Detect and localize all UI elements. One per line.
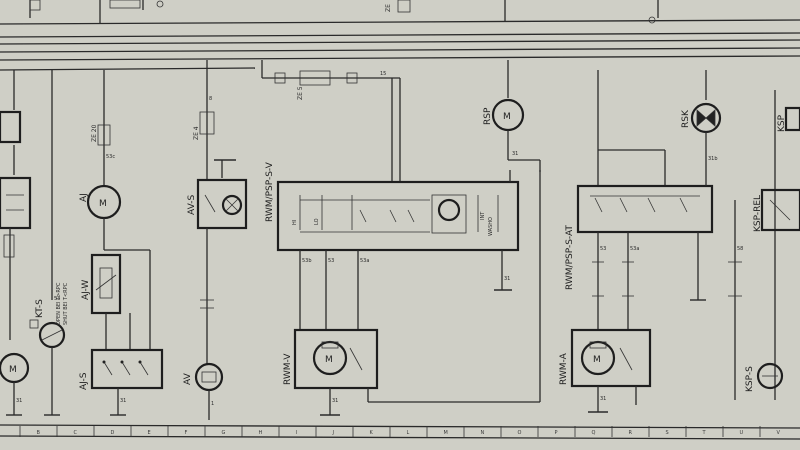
sw-washo-label: WASHO xyxy=(488,217,494,236)
ksp-group: KSP KSP-REL KSP-S 58 xyxy=(728,90,800,400)
bottom-ruler: B C D E F G H I J K L M N O P Q R S T U V xyxy=(0,424,800,440)
kt-s-label: KT-S xyxy=(35,299,45,318)
ze4-label: ZE 4 xyxy=(193,126,200,140)
svg-text:31: 31 xyxy=(512,151,518,157)
svg-text:31: 31 xyxy=(600,396,606,402)
rwm-psp-s-v-label: RWM/PSP-S-V xyxy=(265,161,275,222)
ruler-letter: L xyxy=(407,430,410,436)
ze-top-label: ZE xyxy=(385,4,392,12)
aj-label: AJ xyxy=(79,193,89,202)
left-motor-label: M xyxy=(9,365,17,375)
svg-text:58: 58 xyxy=(737,246,743,252)
av-label: AV xyxy=(183,372,193,385)
rwm-a-motor-label: M xyxy=(593,355,601,365)
aj-motor-label: M xyxy=(99,199,107,209)
ruler-letter: P xyxy=(555,430,558,436)
svg-text:15: 15 xyxy=(380,71,386,77)
rwm-psp-s-at-label: RWM/PSP-S-AT xyxy=(565,225,575,290)
aj-s-label: AJ-S xyxy=(79,372,89,390)
rwm-a-label: RWM-A xyxy=(559,352,569,385)
left-motor: M 31 xyxy=(0,70,32,416)
ruler-letter: D xyxy=(111,430,115,436)
ruler-letter: T xyxy=(702,430,707,436)
kt-s-note-open: OPEN BEI T>RPC xyxy=(56,282,62,325)
svg-text:31b: 31b xyxy=(708,156,718,162)
aj-w-label: AJ-W xyxy=(81,280,91,300)
ruler-letter: M xyxy=(444,430,448,436)
ruler-letter: G xyxy=(222,430,226,436)
ze20-label: ZE 20 xyxy=(91,124,98,142)
kt-s-switch: KT-S OPEN BEI T>RPC SHUT BEI T<RPC 53 xyxy=(29,70,69,416)
ksp-label: KSP xyxy=(777,114,787,132)
ruler-letter: B xyxy=(37,430,41,436)
sw-lo-label: LO xyxy=(314,218,320,225)
ruler-letter: F xyxy=(185,430,188,436)
ruler-letter: N xyxy=(481,430,485,436)
ruler-letter: U xyxy=(740,430,744,436)
ze5-label: ZE 5 xyxy=(297,86,304,100)
rwm-psp-s-at-switch: RWM/PSP-S-AT 53 53a xyxy=(565,70,714,330)
svg-text:53: 53 xyxy=(54,296,60,302)
ruler-letter: E xyxy=(148,430,151,436)
ruler-letter: V xyxy=(777,430,781,436)
svg-text:53: 53 xyxy=(328,258,334,264)
rsp-label: RSP xyxy=(483,107,493,125)
rwm-a-motor: M RWM-A 31 xyxy=(559,328,652,413)
rsk-label: RSK xyxy=(681,109,691,128)
svg-text:1: 1 xyxy=(211,401,214,407)
kt-s-note-shut: SHUT BEI T<RPC xyxy=(63,282,69,325)
svg-text:31: 31 xyxy=(16,398,22,404)
av-s-label: AV-S xyxy=(187,195,197,215)
sw-hi-label: HI xyxy=(292,220,298,225)
svg-text:8: 8 xyxy=(209,96,212,102)
top-bus-lines: ZE xyxy=(0,0,800,71)
svg-text:53a: 53a xyxy=(630,246,639,252)
ruler-letter: J xyxy=(332,430,334,436)
av-group: ZE 4 8 AV-S AV 1 xyxy=(183,60,248,420)
svg-text:31: 31 xyxy=(120,398,126,404)
ruler-letter: C xyxy=(74,430,78,436)
ruler-letter: K xyxy=(370,430,374,436)
svg-text:31: 31 xyxy=(332,398,338,404)
ruler-letter: H xyxy=(259,430,263,436)
rsk-element: RSK 31b xyxy=(681,70,722,186)
sw-int-label: INT xyxy=(480,211,486,220)
ze5-fuse: ZE 5 15 xyxy=(261,60,400,100)
ruler-letter: R xyxy=(629,430,633,436)
svg-text:53c: 53c xyxy=(106,154,115,160)
rwm-v-motor-label: M xyxy=(325,355,333,365)
ruler-letter: O xyxy=(518,430,522,436)
rwm-v-motor: M RWM-V 31 xyxy=(283,170,541,416)
ruler-letter: S xyxy=(666,430,669,436)
ruler-letter: I xyxy=(296,430,297,436)
rsp-motor-label: M xyxy=(503,112,511,122)
aj-motor-group: ZE 20 53c M AJ AJ-W AJ-S 31 xyxy=(79,70,164,416)
ruler-letter: Q xyxy=(592,430,596,436)
svg-text:53a: 53a xyxy=(360,258,369,264)
svg-text:53b: 53b xyxy=(302,258,312,264)
svg-text:31: 31 xyxy=(504,276,510,282)
rsp-motor: M RSP 31 xyxy=(483,60,541,172)
rwm-v-label: RWM-V xyxy=(283,353,293,385)
ksp-s-label: KSP-S xyxy=(745,366,755,392)
ksp-rel-label: KSP-REL xyxy=(753,195,763,232)
rwm-psp-s-v-switch: RWM/PSP-S-V HI LO INT WASHO 53b 53 53a 3… xyxy=(265,78,520,330)
svg-text:53: 53 xyxy=(600,246,606,252)
